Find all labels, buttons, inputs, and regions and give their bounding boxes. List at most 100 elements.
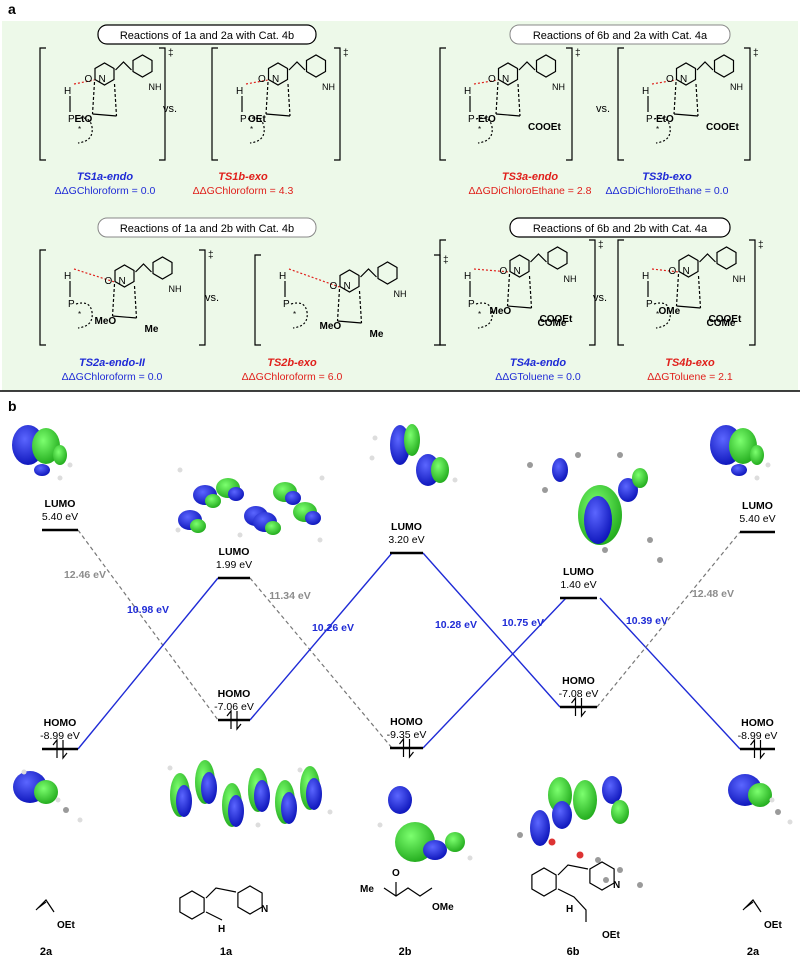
atom — [55, 797, 61, 803]
substituent-label: OEt — [602, 930, 620, 941]
gap-label: 10.98 eV — [127, 604, 169, 616]
ts-name: TS2a-endo-II — [79, 357, 146, 369]
orbital-lobe — [750, 445, 764, 465]
orbital-gap-lines — [77, 529, 741, 750]
atom-label: H — [279, 271, 286, 282]
ts-ddg: ΔΔGChloroform = 0.0 — [55, 185, 156, 197]
atom — [657, 557, 663, 563]
orbital-lobe — [228, 795, 244, 827]
orbital-lobe — [431, 457, 449, 483]
orbital-lobe — [201, 772, 217, 804]
orbital-lobe — [748, 783, 772, 807]
substituent-label: OMe — [432, 902, 454, 913]
orbital-energy-label: -8.99 eV — [738, 730, 778, 742]
orbital-type-label: HOMO — [218, 688, 251, 700]
atom-label: O — [330, 281, 338, 292]
substituent-label: COOEt — [709, 314, 742, 325]
orbital-lobe — [423, 840, 447, 860]
orbital-energy-label: 5.40 eV — [739, 513, 775, 525]
orbital-energy-label: 3.20 eV — [388, 534, 424, 546]
substituent-label: COOEt — [528, 122, 561, 133]
atom-label: NH — [149, 82, 162, 92]
atom-label: N — [514, 266, 521, 277]
gap-label: 10.26 eV — [312, 622, 354, 634]
reaction-header-2: Reactions of 6b and 2a with Cat. 4a — [509, 24, 731, 45]
electron-down-arrow — [62, 740, 68, 760]
ts-ddg: ΔΔGChloroform = 0.0 — [62, 371, 163, 383]
orbital-lobe — [34, 464, 50, 476]
orbital-type-label: HOMO — [562, 675, 595, 687]
atom-label: P — [68, 299, 75, 310]
dagger-mark: ‡ — [443, 255, 449, 266]
atom — [452, 477, 458, 483]
atom — [517, 832, 523, 838]
orbital-lobe — [254, 780, 270, 812]
atom-label: H — [642, 86, 649, 97]
orbital-lobe — [53, 445, 67, 465]
gap-label: 10.75 eV — [502, 617, 544, 629]
atom-label: N — [99, 74, 106, 85]
atom — [177, 467, 183, 473]
orbital-type-label: LUMO — [742, 500, 773, 512]
gap-label: 11.34 eV — [269, 590, 310, 602]
orbital-illustrations — [12, 424, 793, 888]
atom — [67, 462, 73, 468]
atom-label: P — [646, 114, 653, 125]
atom — [255, 822, 261, 828]
ts-name: TS3a-endo — [502, 171, 559, 183]
asterisk-label: * — [78, 310, 81, 319]
dagger-mark: ‡ — [343, 48, 349, 59]
orbital-lobe — [305, 511, 321, 525]
dagger-mark: ‡ — [208, 250, 214, 261]
atom — [647, 537, 653, 543]
orbital-type-label: HOMO — [741, 717, 774, 729]
electron-down-arrow — [236, 711, 242, 731]
vs-label: vs. — [596, 103, 610, 115]
compound-label: 2a — [40, 946, 53, 958]
orbital-energy-label: 5.40 eV — [42, 511, 78, 523]
compound-label: 6b — [567, 946, 580, 958]
substituent-label: MeO — [490, 306, 512, 317]
compound-label: 1a — [220, 946, 233, 958]
asterisk-label: * — [293, 310, 296, 319]
atom-label: H — [64, 271, 71, 282]
vs-label: vs. — [593, 292, 607, 304]
atom — [542, 487, 548, 493]
orbital-lobe — [731, 464, 747, 476]
atom — [595, 857, 601, 863]
gap-label: 10.28 eV — [435, 619, 477, 631]
orbital-lobe — [306, 778, 322, 810]
orbital-lobe — [584, 496, 612, 544]
panel-a-letter: a — [8, 1, 16, 17]
atom-label: N — [119, 276, 126, 287]
atom — [63, 807, 69, 813]
atom-label: NH — [169, 284, 182, 294]
gap-label: 12.48 eV — [692, 588, 734, 600]
dagger-mark: ‡ — [575, 48, 581, 59]
orbital-energy-label: -7.06 eV — [214, 701, 254, 713]
atom — [372, 435, 378, 441]
ts-ddg: ΔΔGToluene = 2.1 — [647, 371, 733, 383]
atom-label: O — [258, 74, 266, 85]
orbital-lobe — [228, 487, 244, 501]
orbital-energy-label: -9.35 eV — [387, 729, 427, 741]
svg-text:Reactions of 6b and 2a with Ca: Reactions of 6b and 2a with Cat. 4a — [533, 30, 708, 42]
dagger-mark: ‡ — [753, 48, 759, 59]
vs-label: vs. — [163, 103, 177, 115]
atom-label: NH — [552, 82, 565, 92]
reaction-header-4: Reactions of 6b and 2b with Cat. 4a — [509, 217, 731, 238]
ts-ddg: ΔΔGToluene = 0.0 — [495, 371, 581, 383]
orbital-energy-label: -7.08 eV — [559, 688, 599, 700]
substituent-label: COMe — [538, 318, 567, 329]
atom-label: O — [488, 74, 496, 85]
substituent-label: EtO — [75, 114, 93, 125]
asterisk-label: * — [78, 125, 81, 134]
orbital-lobe — [404, 424, 420, 456]
ts-name: TS2b-exo — [267, 357, 317, 369]
